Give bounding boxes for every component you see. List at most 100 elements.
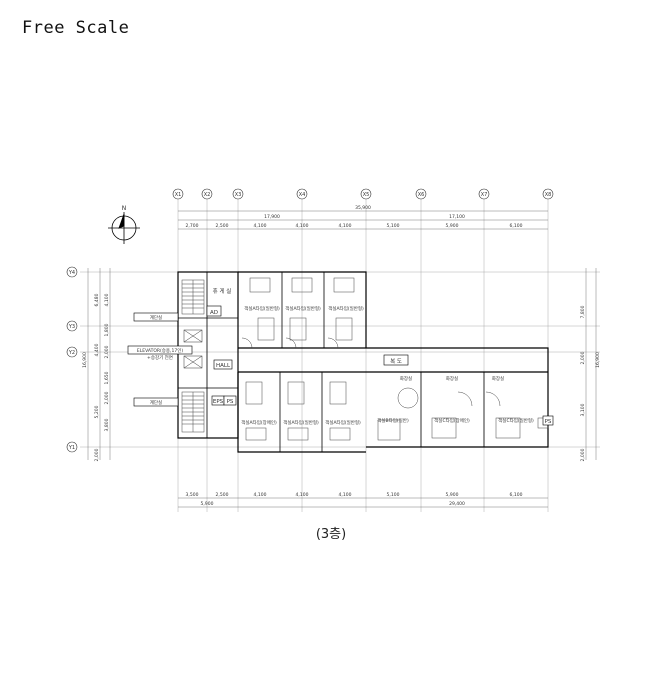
svg-text:5,200: 5,200 — [94, 405, 100, 418]
svg-text:6,100: 6,100 — [510, 492, 523, 498]
elevator-sub-label: +승강기 전면 — [147, 354, 173, 361]
stairs-top — [181, 279, 205, 315]
svg-text:2,000: 2,000 — [580, 448, 586, 461]
grid-label-x: X7 — [481, 192, 488, 198]
room-ps-label: PS — [545, 419, 552, 425]
guest-room-label: 객실A타입(장애인) — [241, 419, 277, 426]
svg-text:5,900: 5,900 — [446, 492, 459, 498]
svg-text:1,800: 1,800 — [104, 323, 110, 336]
room-labels: 휴 게 실 복 도 HALL EPS PS PS AD — [210, 287, 552, 425]
svg-text:4,100: 4,100 — [296, 223, 309, 229]
room-eps-label: EPS — [213, 399, 224, 405]
stair-bottom-label: 계단실 — [150, 399, 162, 406]
floor-caption: (3층) — [315, 527, 347, 542]
dimension-lines-sides — [87, 268, 597, 460]
svg-text:5,100: 5,100 — [387, 492, 400, 498]
svg-text:6,480: 6,480 — [94, 293, 100, 306]
grid-label-x: X5 — [363, 192, 370, 198]
guest-room-labels: 객실A타입(일반형) 객실A타입(일반형) 객실A타입(일반형) 객실A타입(장… — [241, 305, 534, 426]
svg-text:2,500: 2,500 — [216, 492, 229, 498]
elevator-label: ELEVATOR(승용,17인) — [137, 347, 183, 354]
room-ps-label: PS — [227, 399, 234, 405]
room-corridor-label: 복 도 — [390, 358, 402, 365]
dimension-text-bottom: 3,500 2,500 4,100 4,100 4,100 5,100 5,90… — [186, 492, 523, 507]
grid-labels-y: Y4 Y3 Y2 Y1 — [68, 270, 75, 451]
scale-label: Free Scale — [22, 18, 130, 38]
grid-label-y: Y1 — [68, 445, 75, 451]
furniture-south — [245, 381, 549, 441]
dimension-lines-top — [178, 210, 548, 230]
svg-text:4,100: 4,100 — [339, 492, 352, 498]
guest-room-label: 객실A타입(일반형) — [325, 419, 361, 426]
room-ad-label: AD — [210, 310, 218, 316]
svg-text:5,900: 5,900 — [446, 223, 459, 229]
guest-room-label: 객실A타입(일반형) — [244, 305, 280, 312]
svg-text:4,100: 4,100 — [339, 223, 352, 229]
svg-text:2,700: 2,700 — [186, 223, 199, 229]
guest-room-label: 객실A타입(일반형) — [328, 305, 364, 312]
grid-label-y: Y3 — [68, 324, 75, 330]
bath-label: 화장실 — [446, 375, 458, 382]
grid-lines-x — [177, 198, 549, 512]
svg-text:17,100: 17,100 — [449, 214, 465, 220]
grid-bubbles-x — [172, 188, 554, 200]
guest-room-label: 객실C타입(일반형) — [498, 417, 534, 424]
dimension-text-left: 6,480 4,100 1,800 2,000 4,400 1,650 2,00… — [82, 293, 110, 461]
room-lounge-label: 휴 게 실 — [213, 287, 232, 295]
bath-label: 화장실 — [492, 375, 504, 382]
svg-text:3,100: 3,100 — [580, 403, 586, 416]
svg-text:16,900: 16,900 — [595, 352, 601, 368]
svg-text:2,000: 2,000 — [94, 448, 100, 461]
svg-text:4,100: 4,100 — [254, 223, 267, 229]
grid-label-x: X6 — [418, 192, 425, 198]
svg-text:3,800: 3,800 — [104, 418, 110, 431]
dimension-lines-bottom — [178, 497, 548, 508]
stairs-bottom — [181, 391, 205, 433]
svg-text:3,500: 3,500 — [186, 492, 199, 498]
svg-text:4,100: 4,100 — [254, 492, 267, 498]
room-hall-label: HALL — [216, 363, 231, 369]
grid-label-x: X2 — [204, 192, 211, 198]
room-partitions — [178, 272, 485, 452]
svg-text:29,400: 29,400 — [449, 501, 465, 507]
svg-text:2,000: 2,000 — [104, 391, 110, 404]
dimension-text-right: 7,800 2,000 3,100 2,000 16,900 — [580, 305, 601, 461]
grid-label-x: X4 — [299, 192, 306, 198]
svg-text:5,100: 5,100 — [387, 223, 400, 229]
svg-text:16,900: 16,900 — [82, 352, 88, 368]
grid-label-x: X8 — [545, 192, 552, 198]
building-walls — [177, 271, 549, 453]
svg-text:1,650: 1,650 — [104, 371, 110, 384]
svg-text:35,900: 35,900 — [355, 205, 371, 211]
grid-label-x: X3 — [235, 192, 242, 198]
grid-bubbles-y — [66, 266, 78, 453]
furniture-north — [241, 277, 355, 349]
svg-text:5,900: 5,900 — [201, 501, 214, 507]
guest-room-label: 객실A타입(일반형) — [285, 305, 321, 312]
svg-text:2,000: 2,000 — [580, 351, 586, 364]
guest-room-label: 객실A타입(일반형) — [283, 419, 319, 426]
grid-labels-x: X1 X2 X3 X4 X5 X6 X7 X8 — [175, 192, 552, 198]
north-label: N — [122, 205, 127, 212]
svg-text:4,400: 4,400 — [94, 343, 100, 356]
guest-room-label: 객실C타입(장애인) — [434, 417, 470, 424]
north-arrow-icon — [108, 212, 140, 244]
svg-text:2,000: 2,000 — [104, 345, 110, 358]
svg-text:2,500: 2,500 — [216, 223, 229, 229]
svg-text:4,100: 4,100 — [104, 293, 110, 306]
dimension-text-top: 35,900 17,900 17,100 2,700 2,500 4,100 4… — [186, 205, 523, 229]
svg-text:4,100: 4,100 — [296, 492, 309, 498]
svg-text:17,900: 17,900 — [264, 214, 280, 220]
label-boxes — [127, 305, 554, 426]
svg-text:7,800: 7,800 — [580, 305, 586, 318]
stair-labels: 계단실 계단실 ELEVATOR(승용,17인) +승강기 전면 — [137, 314, 183, 406]
svg-text:6,100: 6,100 — [510, 223, 523, 229]
bath-label: 화장실 — [400, 375, 412, 382]
stair-top-label: 계단실 — [150, 314, 162, 321]
grid-label-y: Y2 — [68, 350, 75, 356]
elevator-shaft — [183, 329, 203, 369]
grid-label-x: X1 — [175, 192, 182, 198]
grid-label-y: Y4 — [68, 270, 75, 276]
guest-room-label: 객실B타입(일반) — [377, 417, 409, 424]
